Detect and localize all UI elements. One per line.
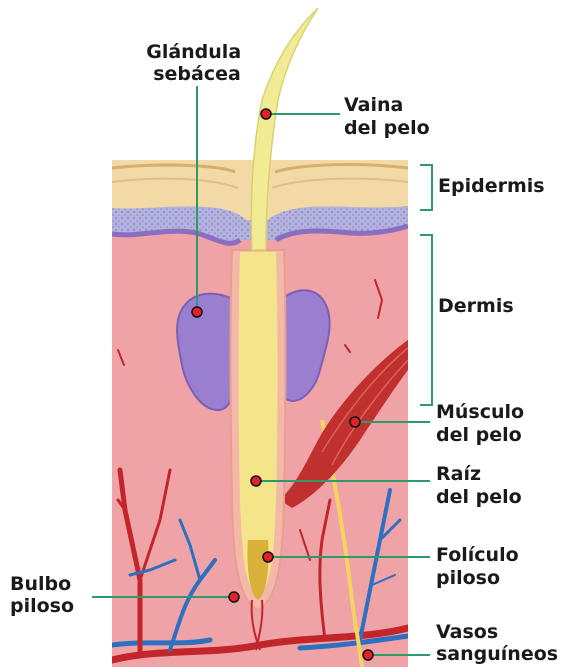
sebaceous-gland-marker xyxy=(192,307,202,317)
bulb-marker xyxy=(229,592,239,602)
follicle-label: Folículo piloso xyxy=(436,544,525,589)
muscle-marker xyxy=(350,417,360,427)
vessels-label: Vasos sanguíneos xyxy=(436,621,558,665)
muscle-label: Músculo del pelo xyxy=(436,401,531,446)
vessels-marker xyxy=(363,650,373,660)
dermis-label: Dermis xyxy=(438,295,514,317)
bulb-label: Bulbo piloso xyxy=(10,573,78,617)
follicle-marker xyxy=(263,552,273,562)
sebaceous-gland-label: Glándula sebácea xyxy=(146,41,248,85)
hair-shaft-marker xyxy=(261,109,271,119)
hair-shaft-label: Vaina del pelo xyxy=(344,94,430,139)
root-marker xyxy=(251,476,261,486)
epidermis-label: Epidermis xyxy=(438,175,545,197)
root-label: Raíz del pelo xyxy=(436,463,522,508)
